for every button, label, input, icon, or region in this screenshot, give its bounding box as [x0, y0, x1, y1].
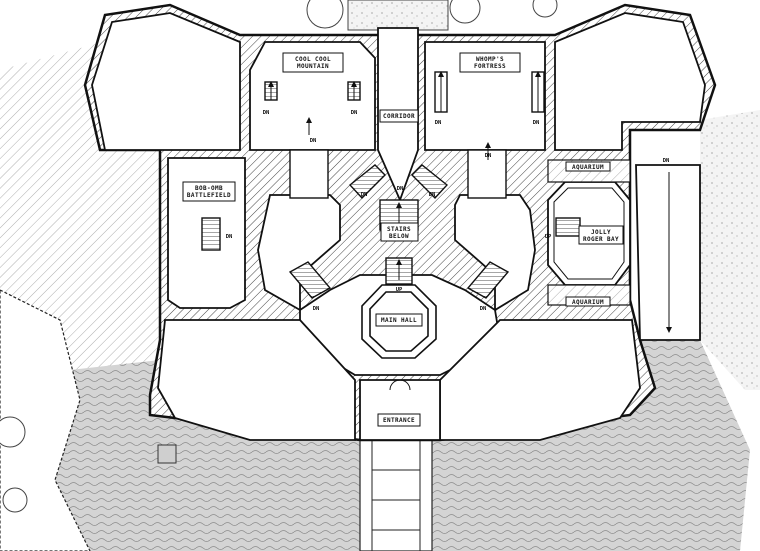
svg-text:DN: DN	[361, 192, 368, 198]
stair-ne	[467, 149, 507, 199]
svg-text:BOB-OMB: BOB-OMB	[195, 185, 223, 192]
svg-text:DN: DN	[310, 138, 317, 144]
room-east-pool	[635, 164, 701, 341]
tree-1	[306, 0, 344, 29]
svg-text:WHOMP'S: WHOMP'S	[476, 56, 504, 63]
front-walkway	[359, 439, 433, 551]
tree-4	[0, 416, 26, 448]
label-entrance: ENTRANCE	[377, 413, 421, 427]
svg-text:DN: DN	[226, 234, 233, 240]
svg-text:AQUARIUM: AQUARIUM	[572, 164, 604, 171]
svg-text:ENTRANCE: ENTRANCE	[383, 417, 415, 424]
svg-text:DN: DN	[429, 192, 436, 198]
stair-arrows	[268, 71, 672, 333]
jolly-roger-inner	[553, 187, 625, 280]
tree-2	[449, 0, 481, 24]
svg-text:DN: DN	[397, 186, 404, 192]
svg-text:DN: DN	[263, 110, 270, 116]
svg-text:MOUNTAIN: MOUNTAIN	[297, 63, 329, 70]
gravel-right	[700, 110, 760, 390]
label-jolly-roger-bay: JOLLY ROGER BAY	[578, 225, 624, 245]
entrance-door	[389, 379, 411, 391]
tower-ne	[554, 12, 706, 151]
svg-text:BELOW: BELOW	[389, 233, 409, 240]
svg-text:AQUARIUM: AQUARIUM	[572, 299, 604, 306]
tower-nw	[91, 12, 241, 151]
room-entrance	[359, 379, 441, 441]
svg-text:BATTLEFIELD: BATTLEFIELD	[187, 192, 231, 199]
stair-bob-omb	[201, 217, 221, 251]
stair-nw	[289, 149, 329, 199]
svg-text:DN: DN	[663, 158, 670, 164]
svg-text:DN: DN	[351, 110, 358, 116]
label-stairs-below: STAIRS BELOW	[380, 222, 419, 242]
stair-direction-labels: DN DN DN DN DN DN DN DN DN DN DN DN DN U…	[226, 110, 670, 312]
svg-text:MAIN HALL: MAIN HALL	[381, 317, 417, 324]
room-labels: COOL COOL MOUNTAIN WHOMP'S FORTRESS CORR…	[182, 52, 624, 427]
planter	[157, 444, 177, 464]
tree-3	[532, 0, 558, 18]
stair-diag-upper-right	[411, 164, 449, 200]
label-bob-omb-battlefield: BOB-OMB BATTLEFIELD	[182, 181, 236, 202]
svg-text:JOLLY: JOLLY	[591, 229, 611, 236]
svg-text:DN: DN	[480, 306, 487, 312]
stair-diag-upper-left	[348, 164, 386, 200]
front-walkway-joints	[371, 440, 421, 551]
svg-text:FORTRESS: FORTRESS	[474, 63, 506, 70]
stair-left-diag	[288, 261, 332, 299]
tree-5	[2, 487, 28, 513]
label-corridor: CORRIDOR	[379, 109, 419, 123]
stair-jolly-roger	[555, 217, 581, 237]
label-aquarium-bottom: AQUARIUM	[565, 296, 611, 307]
north-gate	[347, 0, 449, 31]
svg-text:UP: UP	[545, 234, 552, 240]
svg-text:DN: DN	[533, 120, 540, 126]
label-whomps-fortress: WHOMP'S FORTRESS	[459, 52, 521, 73]
svg-text:STAIRS: STAIRS	[387, 226, 411, 233]
room-cool-cool-mountain	[249, 41, 376, 151]
stair-right-diag	[466, 261, 510, 299]
svg-text:DN: DN	[435, 120, 442, 126]
svg-text:CORRIDOR: CORRIDOR	[383, 113, 415, 120]
svg-text:DN: DN	[313, 306, 320, 312]
label-cool-cool-mountain: COOL COOL MOUNTAIN	[282, 52, 344, 73]
label-main-hall: MAIN HALL	[375, 313, 423, 327]
svg-text:COOL COOL: COOL COOL	[295, 56, 331, 63]
path-left	[0, 289, 91, 551]
rooms	[91, 12, 706, 441]
svg-text:DN: DN	[485, 153, 492, 159]
label-aquarium-top: AQUARIUM	[565, 161, 611, 172]
room-sw-wing	[157, 319, 356, 441]
svg-text:ROGER BAY: ROGER BAY	[583, 236, 619, 243]
room-right-wing	[454, 194, 536, 312]
svg-text:UP: UP	[396, 287, 403, 293]
